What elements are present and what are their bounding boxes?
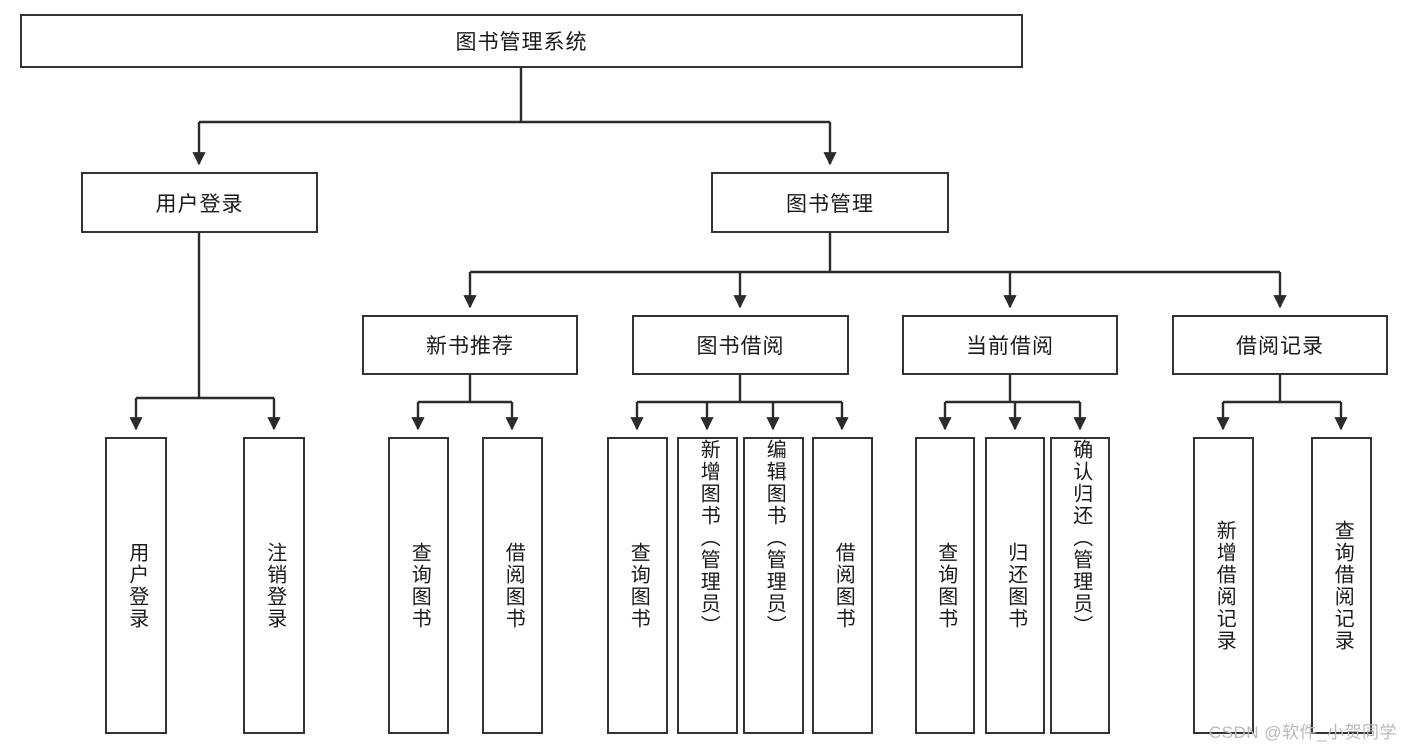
leaf-confirm-return-admin[interactable]: 确认归还（管理员） <box>1050 437 1110 734</box>
leaf-edit-book-admin[interactable]: 编辑图书（管理员） <box>743 437 804 734</box>
leaf-confirm-return-admin-label: 确认归还（管理员） <box>1069 439 1092 637</box>
leaf-add-book-admin[interactable]: 新增图书（管理员） <box>677 437 738 734</box>
node-new-book-recommend-label: 新书推荐 <box>426 335 514 358</box>
node-root[interactable]: 图书管理系统 <box>20 14 1023 68</box>
leaf-query-book-newbook-label: 查询图书 <box>408 541 431 630</box>
leaf-borrow-book-newbook[interactable]: 借阅图书 <box>482 437 543 734</box>
leaf-borrow-book-borrow[interactable]: 借阅图书 <box>812 437 873 734</box>
leaf-add-borrow-record[interactable]: 新增借阅记录 <box>1193 437 1254 734</box>
leaf-add-borrow-record-label: 新增借阅记录 <box>1213 519 1236 652</box>
leaf-query-book-borrow-label: 查询图书 <box>627 541 650 630</box>
node-root-label: 图书管理系统 <box>455 31 588 54</box>
leaf-edit-book-admin-label: 编辑图书（管理员） <box>763 439 786 637</box>
leaf-borrow-book-newbook-label: 借阅图书 <box>502 541 525 630</box>
leaf-query-book-borrow[interactable]: 查询图书 <box>607 437 668 734</box>
leaf-query-book-newbook[interactable]: 查询图书 <box>388 437 449 734</box>
leaf-query-book-current[interactable]: 查询图书 <box>915 437 975 734</box>
node-current-borrow-label: 当前借阅 <box>966 335 1054 358</box>
leaf-logout[interactable]: 注销登录 <box>243 437 305 734</box>
node-book-management[interactable]: 图书管理 <box>711 172 949 233</box>
leaf-user-login[interactable]: 用户登录 <box>105 437 167 734</box>
leaf-query-borrow-record[interactable]: 查询借阅记录 <box>1311 437 1372 734</box>
node-book-borrow[interactable]: 图书借阅 <box>632 315 849 375</box>
leaf-add-book-admin-label: 新增图书（管理员） <box>697 439 720 637</box>
leaf-user-login-label: 用户登录 <box>125 541 148 630</box>
leaf-logout-label: 注销登录 <box>263 541 286 630</box>
node-book-management-label: 图书管理 <box>786 192 874 216</box>
leaf-return-book-label: 归还图书 <box>1004 541 1027 630</box>
node-borrow-record[interactable]: 借阅记录 <box>1172 315 1388 375</box>
leaf-query-book-current-label: 查询图书 <box>934 541 957 630</box>
node-book-borrow-label: 图书借阅 <box>696 335 785 358</box>
node-user-login[interactable]: 用户登录 <box>81 172 318 233</box>
node-user-login-label: 用户登录 <box>155 192 244 216</box>
node-new-book-recommend[interactable]: 新书推荐 <box>362 315 578 375</box>
leaf-borrow-book-borrow-label: 借阅图书 <box>832 541 855 630</box>
node-current-borrow[interactable]: 当前借阅 <box>902 315 1118 375</box>
leaf-query-borrow-record-label: 查询借阅记录 <box>1331 519 1354 652</box>
leaf-return-book[interactable]: 归还图书 <box>985 437 1045 734</box>
node-borrow-record-label: 借阅记录 <box>1236 335 1324 358</box>
